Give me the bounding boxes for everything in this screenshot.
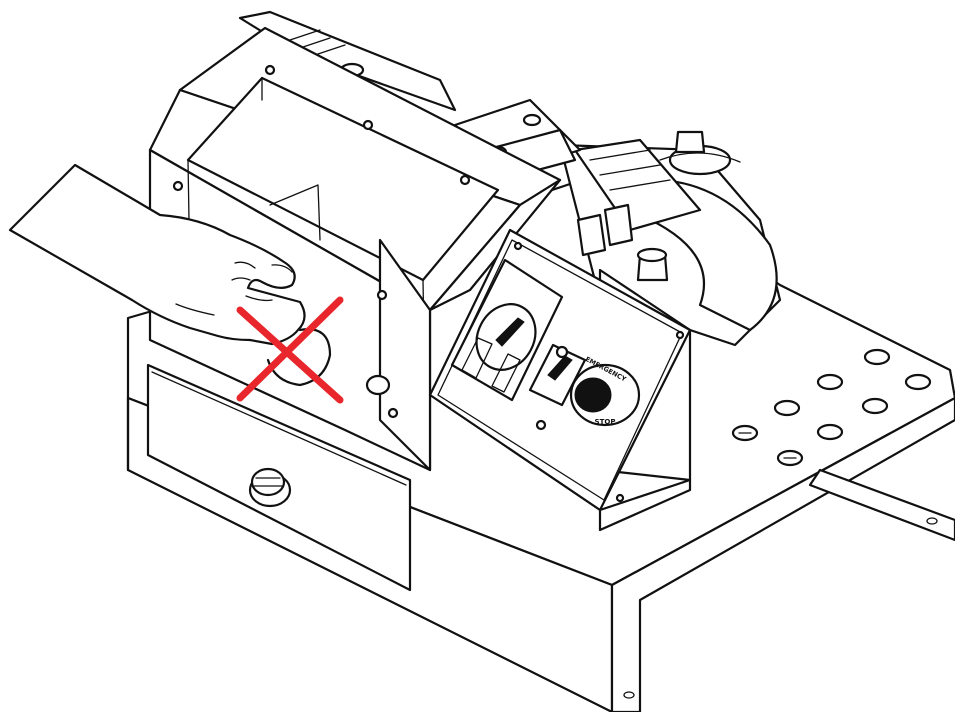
warning-cross-icon (236, 296, 344, 404)
emergency-stop-button: EMERGENCY STOP (569, 355, 641, 427)
stop-label: STOP (595, 418, 616, 426)
wheel-behind-hand (266, 328, 332, 387)
base-plate-holes (731, 348, 932, 467)
rotary-switch (450, 258, 564, 402)
drawer-knob (248, 467, 292, 508)
selector-switch (528, 343, 587, 407)
hand-illustration (8, 163, 306, 346)
